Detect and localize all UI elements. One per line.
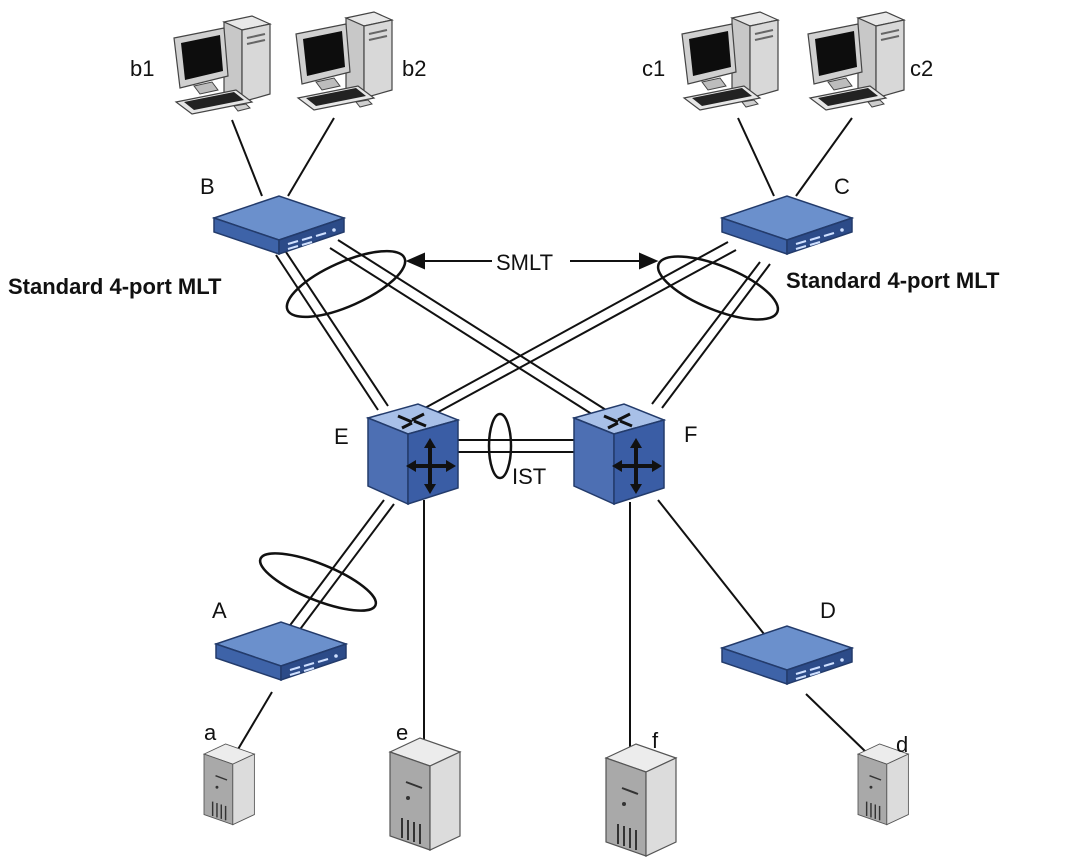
label-E: E [334,424,349,449]
label-B: B [200,174,215,199]
server-tower-icon [203,743,256,826]
server-tower-icon [605,743,677,857]
label-D: D [820,598,836,623]
pc-b1 [173,15,271,115]
routing-switch-icon [572,402,666,506]
links [231,117,869,757]
smlt-arrow [405,252,659,270]
routing-switch-icon [366,402,460,506]
server-tower-icon [389,737,461,851]
link-E-A-b [291,503,395,641]
link-C-F-a [651,261,761,405]
link-b2-B [287,117,335,197]
link-B-F-a [329,247,599,419]
desktop-computer-icon [295,11,393,111]
switch-C [721,195,853,255]
mlt-left-label: Standard 4-port MLT [8,274,222,299]
ethernet-switch-icon [721,625,853,685]
switch-B [213,195,345,255]
link-D-d [805,693,869,755]
link-C-E-a [413,241,729,415]
switch-A [215,621,347,681]
label-b1: b1 [130,56,154,81]
link-C-F-b [661,263,771,409]
pc-b2 [295,11,393,111]
link-A-a [233,691,273,757]
ist-label: IST [512,464,546,489]
label-b2: b2 [402,56,426,81]
link-B-E-a [275,254,379,411]
label-c2: c2 [910,56,933,81]
server-a [203,743,256,826]
label-A: A [212,598,227,623]
link-c1-C [737,117,775,197]
link-b1-B [231,119,263,197]
ethernet-switch-icon [213,195,345,255]
router-F [572,402,666,506]
label-c1: c1 [642,56,665,81]
ethernet-switch-icon [215,621,347,681]
smlt-label: SMLT [496,250,553,275]
desktop-computer-icon [173,15,271,115]
server-f [605,743,677,857]
mlt-ellipse-C [656,255,780,321]
label-a: a [204,720,217,745]
mlt-ellipse-B [285,249,407,319]
label-C: C [834,174,850,199]
mlt-right-label: Standard 4-port MLT [786,268,1000,293]
label-d: d [896,732,908,757]
label-f: f [652,728,659,753]
server-e [389,737,461,851]
label-F: F [684,422,697,447]
link-c2-C [795,117,853,197]
ist-ellipse [487,412,513,480]
label-e: e [396,720,408,745]
link-B-F-b [337,239,607,411]
router-E [366,402,460,506]
mlt-ellipses [258,249,780,612]
link-F-D [657,499,765,635]
desktop-computer-icon [807,11,905,111]
pc-c2 [807,11,905,111]
mlt-ellipse-A [258,552,378,612]
switch-D [721,625,853,685]
link-B-E-b [285,251,389,407]
desktop-computer-icon [681,11,779,111]
link-C-E-b [419,249,737,423]
pc-c1 [681,11,779,111]
ethernet-switch-icon [721,195,853,255]
